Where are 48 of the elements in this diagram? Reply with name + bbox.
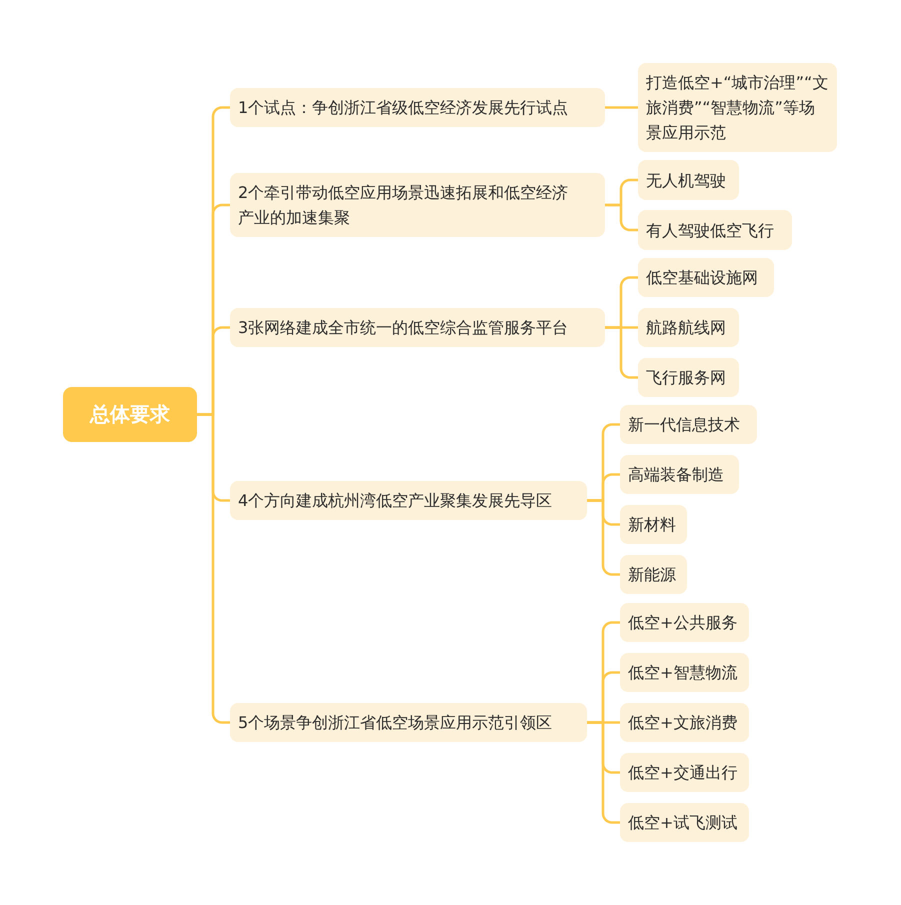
topic-text: 3张网络建成全市统一的低空综合监管服务平台	[238, 317, 568, 339]
topic-card	[230, 481, 587, 520]
subtopic-card	[638, 210, 792, 250]
subtopic-text: 高端装备制造	[628, 464, 724, 486]
central-topic-text: 总体要求	[90, 401, 170, 428]
subtopic-card	[638, 63, 837, 152]
subtopic-text: 低空+试飞测试	[628, 812, 738, 834]
subtopic-card	[620, 703, 749, 742]
topic-text: 2个牵引带动低空应用场景迅速拓展和低空经济产业的加速集聚	[238, 182, 570, 229]
subtopic-text: 低空+公共服务	[628, 612, 738, 634]
topic-card	[230, 173, 605, 237]
topic-card	[230, 88, 605, 127]
subtopic-card	[620, 753, 749, 792]
subtopic-text: 低空基础设施网	[646, 267, 758, 289]
subtopic-card	[620, 603, 749, 642]
subtopic-card	[638, 258, 774, 297]
subtopic-text: 低空+文旅消费	[628, 712, 738, 734]
topic-text: 5个场景争创浙江省低空场景应用示范引领区	[238, 712, 552, 734]
topic-card	[230, 308, 605, 347]
connector-line	[605, 204, 638, 232]
subtopic-text: 新材料	[628, 514, 676, 536]
connector-line	[197, 413, 230, 724]
subtopic-text: 低空+交通出行	[628, 762, 738, 784]
subtopic-card	[620, 505, 687, 544]
subtopic-text: 航路航线网	[646, 317, 726, 339]
subtopic-text: 飞行服务网	[646, 367, 726, 389]
topic-card	[230, 703, 587, 742]
subtopic-card	[620, 803, 749, 842]
connector-line	[587, 499, 620, 576]
connector-line	[605, 326, 638, 379]
subtopic-card	[638, 358, 739, 397]
subtopic-text: 无人机驾驶	[646, 170, 726, 192]
subtopic-card	[638, 160, 739, 200]
subtopic-text: 有人驾驶低空飞行	[646, 220, 774, 242]
subtopic-card	[620, 653, 749, 692]
subtopic-text: 新能源	[628, 564, 676, 586]
subtopic-text: 低空+智慧物流	[628, 662, 738, 684]
connector-line	[605, 106, 638, 109]
subtopic-card	[620, 455, 739, 494]
topic-text: 4个方向建成杭州湾低空产业聚集发展先导区	[238, 490, 552, 512]
connector-line	[587, 721, 620, 824]
subtopic-text: 新一代信息技术	[628, 414, 740, 436]
subtopic-card	[620, 555, 687, 594]
subtopic-card	[638, 308, 739, 347]
subtopic-text: 打造低空+“城市治理”“文旅消费”“智慧物流”等场景应用示范	[646, 72, 829, 144]
central-topic-card	[63, 387, 197, 442]
topic-text: 1个试点：争创浙江省级低空经济发展先行试点	[238, 97, 568, 119]
subtopic-card	[620, 405, 757, 444]
